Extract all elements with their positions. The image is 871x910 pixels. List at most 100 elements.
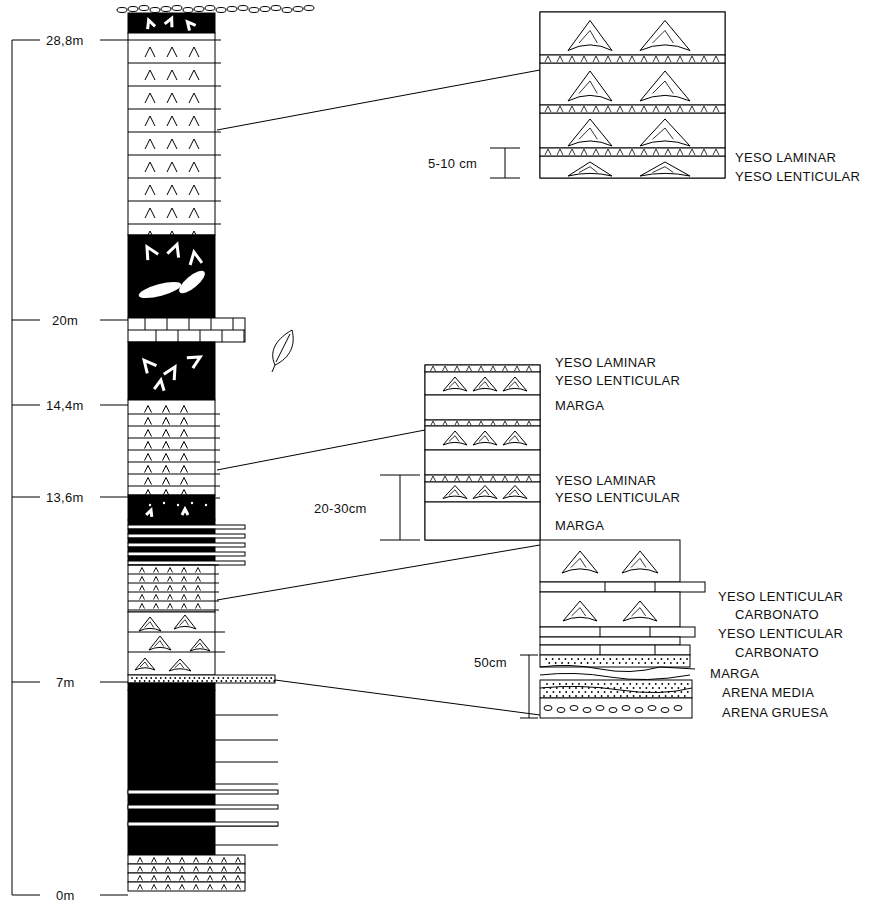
lenticular-gypsum-symbol bbox=[653, 81, 674, 94]
gypsum-symbol bbox=[479, 476, 484, 481]
brick-line bbox=[244, 330, 245, 342]
sand-dot bbox=[646, 695, 648, 697]
sand-dot bbox=[555, 662, 557, 664]
sand-dot bbox=[612, 662, 614, 664]
pebble-symbol bbox=[161, 7, 171, 12]
sand-dot bbox=[604, 691, 606, 693]
lenticular-gypsum-symbol bbox=[503, 431, 527, 445]
gypsum-symbol bbox=[196, 604, 201, 609]
brick-line bbox=[650, 627, 651, 637]
bed-line bbox=[128, 63, 221, 64]
sand-dot bbox=[165, 677, 167, 679]
sand-dot bbox=[546, 691, 548, 693]
sand-dot bbox=[668, 683, 670, 685]
sand-dot bbox=[658, 695, 660, 697]
sand-dot bbox=[623, 691, 625, 693]
gypsum-symbol bbox=[653, 149, 659, 155]
depth-label: 13,6m bbox=[46, 490, 84, 505]
lenticular-gypsum-symbol bbox=[190, 639, 210, 651]
gypsum-symbol bbox=[163, 442, 170, 449]
gypsum-symbol bbox=[189, 162, 199, 172]
carbonate-layer bbox=[540, 645, 690, 655]
gypsum-symbol bbox=[545, 149, 551, 155]
lenticular-gypsum-symbol bbox=[562, 551, 598, 573]
lenticular-gypsum-symbol bbox=[509, 436, 519, 442]
pebble-symbol bbox=[249, 8, 259, 13]
sand-dot bbox=[222, 677, 224, 679]
gypsum-symbol bbox=[581, 106, 587, 112]
lithology-label: YESO LAMINAR bbox=[555, 473, 656, 488]
sand-dot bbox=[173, 680, 175, 682]
lithology-label: YESO LENTICULAR bbox=[735, 169, 860, 184]
gypsum-symbol bbox=[168, 604, 173, 609]
sand-dot bbox=[641, 658, 643, 660]
lenticular-gypsum-symbol bbox=[449, 490, 459, 495]
gypsum-symbol bbox=[515, 476, 520, 481]
sand-dot bbox=[683, 662, 685, 664]
pebble-symbol bbox=[238, 6, 248, 11]
sand-dot bbox=[604, 683, 606, 685]
sand-dot bbox=[216, 680, 218, 682]
sand-dot bbox=[687, 691, 689, 693]
sand-dot bbox=[587, 662, 589, 664]
sand-dot bbox=[664, 662, 666, 664]
bed-line bbox=[128, 474, 220, 475]
marl-layer bbox=[128, 235, 215, 318]
gypsum-symbol bbox=[181, 442, 188, 449]
sand-dot bbox=[206, 680, 208, 682]
gypsum-symbol bbox=[167, 47, 177, 57]
sand-dot bbox=[620, 695, 622, 697]
gypsum-symbol bbox=[545, 106, 551, 112]
inset-frame bbox=[540, 12, 725, 178]
gypsum-symbol bbox=[491, 476, 496, 481]
gypsum-symbol bbox=[701, 56, 707, 62]
gravel-symbol bbox=[596, 706, 604, 711]
scale-tick bbox=[12, 682, 40, 683]
sand-dot bbox=[203, 677, 205, 679]
sand-dot bbox=[261, 677, 263, 679]
gravel-symbol bbox=[622, 706, 630, 711]
lenticular-gypsum-layer bbox=[540, 540, 680, 582]
sand-dot bbox=[170, 677, 172, 679]
sand-dot bbox=[205, 504, 207, 506]
sand-dot bbox=[578, 683, 580, 685]
gypsum-symbol bbox=[168, 577, 173, 582]
gypsum-symbol bbox=[140, 577, 145, 582]
sand-layer bbox=[128, 683, 215, 690]
brick-line bbox=[222, 330, 223, 342]
sand-dot bbox=[671, 695, 673, 697]
marl-layer bbox=[128, 547, 215, 552]
gypsum-symbol bbox=[145, 430, 152, 437]
lenticular-gypsum-symbol bbox=[140, 662, 148, 667]
sand-dot bbox=[580, 662, 582, 664]
gypsum-symbol bbox=[236, 876, 241, 881]
sand-dot bbox=[558, 658, 560, 660]
sand-dot bbox=[607, 695, 609, 697]
carbonate-layer bbox=[128, 525, 245, 529]
gypsum-symbol bbox=[527, 366, 532, 371]
sand-lamina bbox=[540, 686, 692, 692]
sand-dot bbox=[230, 680, 232, 682]
sand-dot bbox=[568, 662, 570, 664]
sand-dot bbox=[655, 683, 657, 685]
brick-line bbox=[189, 318, 190, 330]
lenticular-gypsum-symbol bbox=[195, 643, 203, 648]
sand-dot bbox=[626, 687, 628, 689]
gypsum-symbol bbox=[641, 149, 647, 155]
gypsum-symbol bbox=[677, 56, 683, 62]
lenticular-gypsum-symbol bbox=[473, 431, 497, 445]
laminar-gypsum-layer bbox=[540, 105, 725, 113]
sand-dot bbox=[597, 691, 599, 693]
scale-bar bbox=[12, 40, 13, 895]
brick-line bbox=[600, 627, 601, 637]
scale-tick bbox=[12, 405, 40, 406]
sand-dot bbox=[636, 683, 638, 685]
gypsum-symbol bbox=[208, 858, 213, 863]
gypsum-symbol bbox=[665, 149, 671, 155]
sand-dot bbox=[680, 658, 682, 660]
lenticular-gypsum-layer bbox=[425, 372, 540, 395]
gravel-symbol bbox=[570, 706, 578, 711]
lenticular-gypsum-layer bbox=[540, 12, 725, 55]
sand-dot bbox=[192, 680, 194, 682]
gypsum-symbol bbox=[557, 106, 563, 112]
